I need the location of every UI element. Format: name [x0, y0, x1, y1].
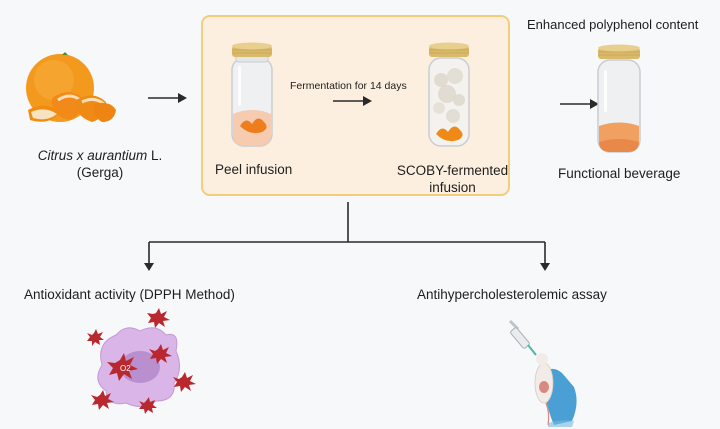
- source-common-name: (Gerga): [76, 165, 124, 180]
- step1-label: Peel infusion: [215, 162, 293, 177]
- orange-with-peel-icon: [26, 52, 116, 122]
- assay-antioxidant-label: Antioxidant activity (DPPH Method): [24, 287, 235, 302]
- source-scientific-name: Citrus x aurantium: [37, 148, 148, 163]
- step2-label-line2: infusion: [429, 180, 476, 195]
- branch-right-arrowhead: [540, 263, 550, 271]
- product-label: Functional beverage: [558, 166, 681, 181]
- arrow-source-to-process: [148, 93, 187, 103]
- mouse-injection-icon: [508, 319, 577, 427]
- orange-illustration: [18, 48, 118, 138]
- superoxide-radical: [107, 353, 138, 381]
- assay-antihypercholesterolemic-label: Antihypercholesterolemic assay: [417, 287, 607, 302]
- jar-with-peel-icon: [231, 42, 273, 147]
- branch-left-arrowhead: [144, 263, 154, 271]
- step2-label: SCOBY-fermented infusion: [380, 162, 525, 196]
- transition-label: Fermentation for 14 days: [290, 80, 407, 92]
- product-header: Enhanced polyphenol content: [527, 17, 699, 32]
- mouse-icon: [534, 353, 554, 426]
- arrow-process-to-product: [560, 99, 599, 109]
- step2-label-line1: SCOBY-fermented: [396, 163, 509, 178]
- cell-with-superoxide-radicals-icon: O2: [87, 308, 196, 414]
- jar-with-orange-liquid-icon: [597, 44, 641, 153]
- source-authority: L.: [147, 148, 163, 163]
- jar-with-scoby-icon: [428, 42, 470, 147]
- arrow-fermentation: [333, 96, 372, 106]
- radical-label: O2: [120, 364, 131, 373]
- source-label: Citrus x aurantium L. (Gerga): [0, 147, 200, 181]
- syringe-icon: [508, 319, 537, 356]
